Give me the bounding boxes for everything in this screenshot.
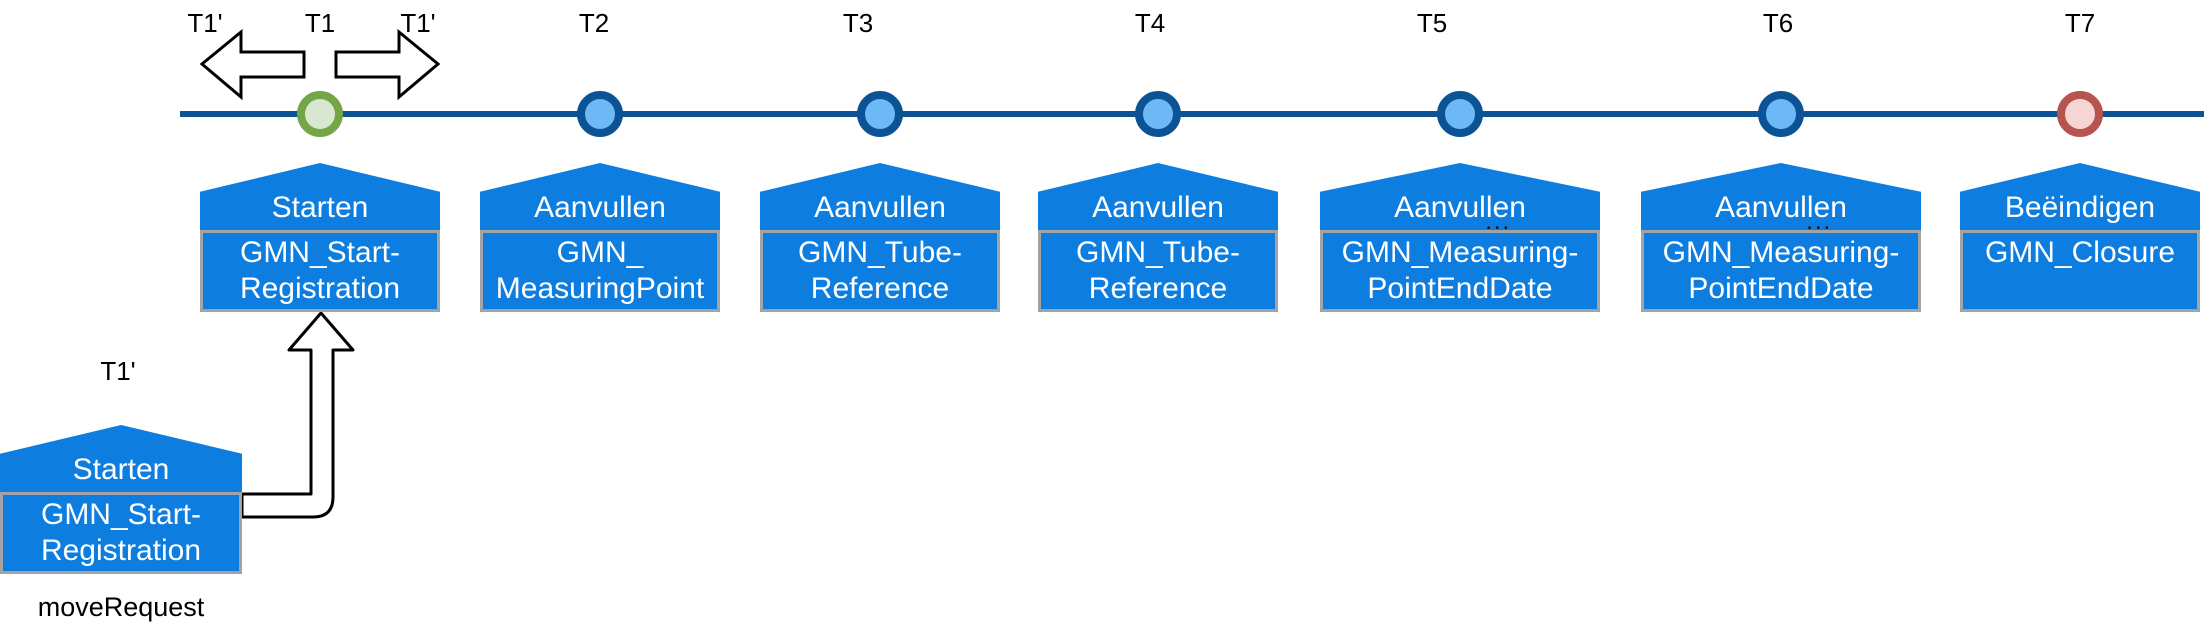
event-marker-icon (577, 91, 623, 137)
document-line: GMN_ (556, 236, 644, 269)
time-label: T1 (304, 8, 336, 38)
action-label: Beëindigen (1960, 163, 2200, 230)
event-box-t7: Beëindigen GMN_Closure (1960, 163, 2200, 312)
end-event-marker-icon (2057, 91, 2103, 137)
event-marker-icon (1437, 91, 1483, 137)
document-name: GMN_Tube- Reference (760, 230, 1000, 312)
start-event-marker-icon (297, 91, 343, 137)
time-label-t1-prime-left: T1' (187, 8, 223, 38)
action-text: Aanvullen (1715, 191, 1847, 224)
action-label: Aanvullen (1038, 163, 1278, 230)
action-label: Starten (200, 163, 440, 230)
action-text: Aanvullen (1092, 191, 1224, 224)
document-line: MeasuringPoint (495, 272, 705, 305)
event-marker-icon (857, 91, 903, 137)
document-name: GMN_Measuring- PointEndDate (1320, 230, 1600, 312)
move-request-caption: moveRequest (37, 592, 205, 622)
move-request-elbow-arrow (240, 311, 355, 519)
action-label: Aanvullen ... (1320, 163, 1600, 230)
document-line: GMN_Measuring- (1662, 236, 1900, 269)
document-line: GMN_Tube- (798, 236, 962, 269)
time-label: T4 (1134, 8, 1166, 38)
document-line: Registration (40, 534, 202, 567)
time-label: T2 (578, 8, 610, 38)
document-line: Registration (239, 272, 401, 305)
document-line: GMN_Tube- (1076, 236, 1240, 269)
document-name: GMN_Closure (1960, 230, 2200, 312)
action-label: Aanvullen (760, 163, 1000, 230)
time-label-t1-prime-detached: T1' (100, 356, 136, 386)
document-name: GMN_Start- Registration (200, 230, 440, 312)
event-box-detached: Starten GMN_Start- Registration (0, 425, 242, 574)
ellipsis-marks: ... (1485, 208, 1512, 235)
document-line: Reference (1088, 272, 1228, 305)
document-line: GMN_Start- (239, 236, 401, 269)
document-line: GMN_Start- (40, 498, 202, 531)
time-label: T7 (2064, 8, 2096, 38)
time-label-t1-prime-right: T1' (400, 8, 436, 38)
move-right-arrow-icon (334, 28, 441, 101)
event-box-t5: Aanvullen ... GMN_Measuring- PointEndDat… (1320, 163, 1600, 312)
document-name: GMN_Measuring- PointEndDate (1641, 230, 1921, 312)
ellipsis-marks: ... (1806, 208, 1833, 235)
document-line: Reference (810, 272, 950, 305)
document-line: PointEndDate (1688, 272, 1874, 305)
document-name: GMN_Start- Registration (0, 492, 242, 574)
time-label: T5 (1416, 8, 1448, 38)
document-line: GMN_Closure (1984, 236, 2176, 269)
action-text: Beëindigen (2004, 191, 2156, 224)
move-left-arrow-icon (199, 28, 306, 101)
timeline-axis (180, 111, 2204, 117)
action-text: Aanvullen (534, 191, 666, 224)
action-text: Starten (271, 191, 369, 224)
document-line: PointEndDate (1367, 272, 1553, 305)
action-text: Aanvullen (1394, 191, 1526, 224)
action-text: Starten (72, 453, 170, 486)
time-label: T3 (842, 8, 874, 38)
event-box-t4: Aanvullen GMN_Tube- Reference (1038, 163, 1278, 312)
event-box-t3: Aanvullen GMN_Tube- Reference (760, 163, 1000, 312)
document-name: GMN_Tube- Reference (1038, 230, 1278, 312)
event-box-t2: Aanvullen GMN_ MeasuringPoint (480, 163, 720, 312)
event-marker-icon (1135, 91, 1181, 137)
event-marker-icon (1758, 91, 1804, 137)
event-box-t6: Aanvullen ... GMN_Measuring- PointEndDat… (1641, 163, 1921, 312)
action-label: Aanvullen (480, 163, 720, 230)
event-box-t1: Starten GMN_Start- Registration (200, 163, 440, 312)
action-label: Starten (0, 425, 242, 492)
document-line: GMN_Measuring- (1341, 236, 1579, 269)
time-label: T6 (1762, 8, 1794, 38)
document-name: GMN_ MeasuringPoint (480, 230, 720, 312)
action-label: Aanvullen ... (1641, 163, 1921, 230)
action-text: Aanvullen (814, 191, 946, 224)
